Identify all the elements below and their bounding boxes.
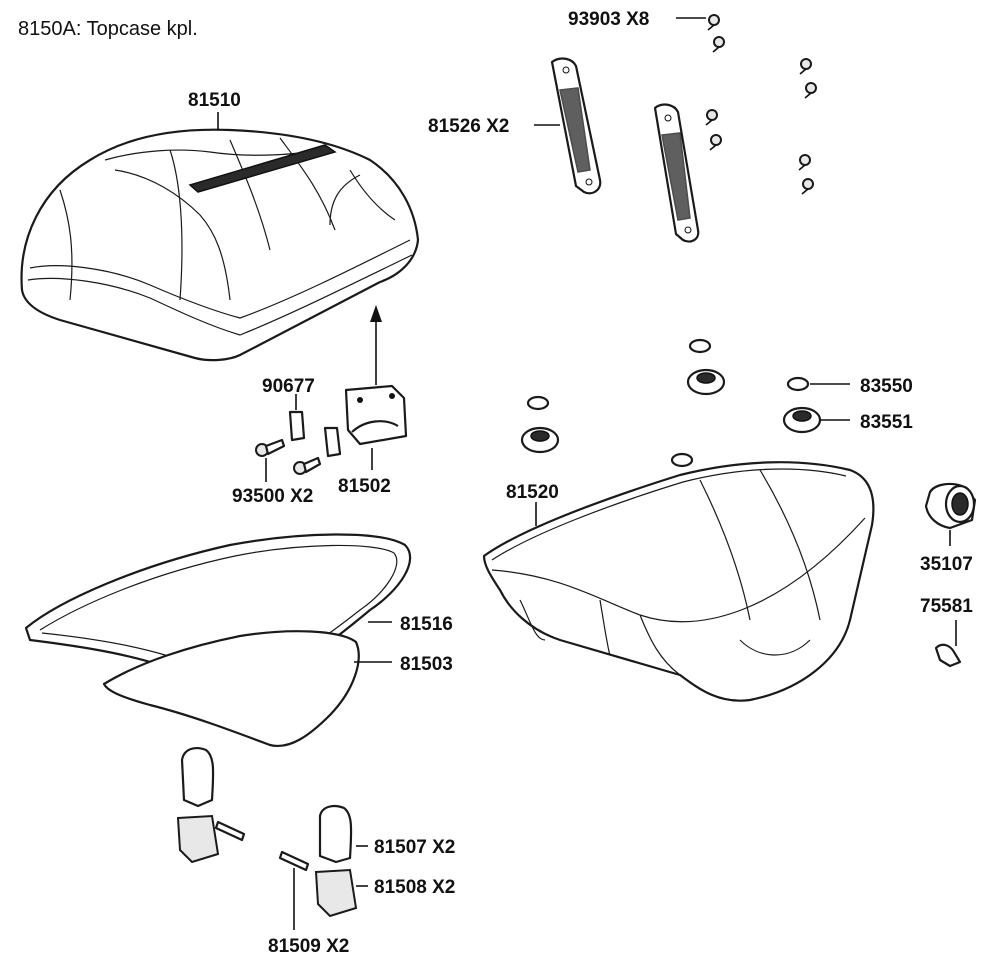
grommet-cap-icon (688, 338, 712, 354)
label-81520: 81520 (506, 482, 559, 503)
label-81526: 81526 X2 (428, 116, 509, 137)
screw-icon (712, 36, 725, 53)
lid-part[interactable] (20, 128, 420, 362)
screw-icon (798, 154, 811, 171)
diagram-title: 8150A: Topcase kpl. (18, 18, 198, 40)
label-81507: 81507 X2 (374, 837, 455, 858)
base-81520[interactable] (482, 461, 875, 702)
label-81510: 81510 (188, 90, 241, 111)
mat-81503[interactable] (102, 630, 360, 748)
straps-81526[interactable] (550, 57, 700, 243)
label-90677: 90677 (262, 376, 315, 397)
grommet-cap-icon (526, 395, 550, 411)
screws-93903[interactable] (705, 14, 817, 195)
grommet-ring-icon (520, 426, 560, 454)
pins-81509[interactable] (214, 820, 310, 872)
bolts-93500[interactable] (255, 438, 322, 475)
grommet-ring-icon (686, 368, 726, 396)
label-81503: 81503 (400, 654, 453, 675)
grommet-cap-icon (786, 376, 810, 392)
screw-icon (705, 109, 718, 126)
bolt-icon (255, 438, 286, 457)
label-81502: 81502 (338, 476, 391, 497)
hinge-blocks-81508[interactable] (176, 814, 358, 918)
assembly-arrow-icon (370, 305, 382, 385)
grommet-cap-icon (670, 452, 694, 468)
screw-icon (709, 134, 722, 151)
clip-75581[interactable] (934, 643, 962, 668)
hinge-covers-81507[interactable] (180, 747, 353, 864)
label-93903: 93903 X8 (568, 9, 649, 30)
clips-90677[interactable] (288, 410, 342, 458)
label-35107: 35107 (920, 554, 973, 575)
screw-icon (707, 14, 720, 31)
lock-cylinder-35107[interactable] (924, 482, 977, 530)
label-75581: 75581 (920, 596, 973, 617)
label-83551: 83551 (860, 412, 913, 433)
hinge-plate-81502[interactable] (344, 384, 408, 446)
bolt-icon (293, 456, 322, 475)
grommet-ring-icon (782, 406, 822, 434)
label-81516: 81516 (400, 614, 453, 635)
screw-icon (804, 82, 817, 99)
screw-icon (801, 178, 814, 195)
label-93500: 93500 X2 (232, 486, 313, 507)
grommets-83550[interactable] (526, 338, 810, 468)
label-81509: 81509 X2 (268, 936, 349, 957)
label-81508: 81508 X2 (374, 877, 455, 898)
screw-icon (799, 58, 812, 75)
label-83550: 83550 (860, 376, 913, 397)
